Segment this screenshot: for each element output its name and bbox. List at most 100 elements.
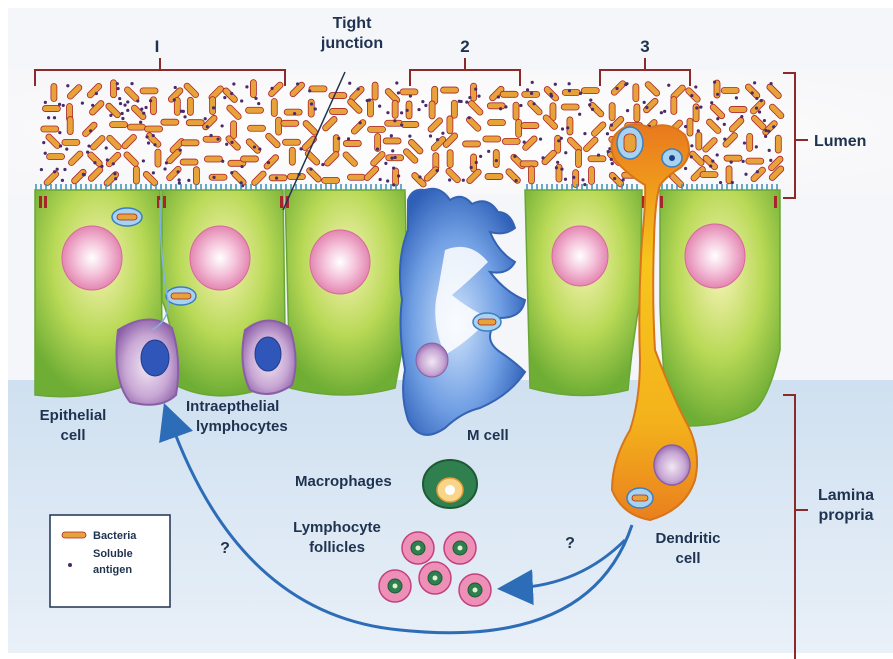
soluble-antigen-dot bbox=[230, 92, 233, 95]
bacterium bbox=[724, 155, 742, 161]
bacterium bbox=[209, 174, 227, 180]
question-left: ? bbox=[220, 540, 230, 557]
region-label-2: 2 bbox=[460, 37, 469, 56]
soluble-antigen-dot bbox=[400, 111, 403, 114]
bacterium bbox=[392, 100, 398, 118]
soluble-antigen-dot bbox=[409, 94, 412, 97]
soluble-antigen-dot bbox=[579, 92, 582, 95]
bacterium bbox=[283, 139, 301, 145]
soluble-antigen-dot bbox=[147, 141, 150, 144]
lamina-propria-label-2: propria bbox=[818, 507, 873, 524]
soluble-antigen-dot bbox=[515, 179, 518, 182]
bacterium bbox=[700, 172, 718, 178]
soluble-antigen-dot bbox=[436, 138, 439, 141]
soluble-antigen-dot bbox=[390, 157, 393, 160]
bacterium bbox=[567, 117, 573, 135]
bacterium bbox=[322, 177, 340, 183]
lymphocyte bbox=[459, 574, 491, 606]
soluble-antigen-dot bbox=[581, 178, 584, 181]
soluble-antigen-dot bbox=[716, 117, 719, 120]
soluble-antigen-dot bbox=[66, 84, 69, 87]
soluble-antigen-dot bbox=[448, 178, 451, 181]
soluble-antigen-dot bbox=[578, 113, 581, 116]
soluble-antigen-dot bbox=[755, 145, 758, 148]
soluble-antigen-dot bbox=[549, 93, 552, 96]
m-cell-nucleus bbox=[416, 343, 448, 377]
bacterium bbox=[693, 104, 699, 122]
soluble-antigen-dot bbox=[357, 87, 360, 90]
soluble-antigen-dot bbox=[477, 95, 480, 98]
bacterium bbox=[513, 102, 519, 120]
soluble-antigen-dot bbox=[139, 121, 142, 124]
soluble-antigen-dot bbox=[710, 101, 713, 104]
soluble-antigen-dot bbox=[152, 134, 155, 137]
soluble-antigen-dot bbox=[613, 177, 616, 180]
soluble-antigen-dot bbox=[560, 137, 563, 140]
soluble-antigen-dot bbox=[163, 167, 166, 170]
bacterium bbox=[633, 84, 639, 102]
bacterium bbox=[329, 93, 347, 99]
soluble-antigen-dot bbox=[400, 123, 403, 126]
soluble-antigen-dot bbox=[209, 134, 212, 137]
soluble-antigen-dot bbox=[136, 99, 139, 102]
soluble-antigen-dot bbox=[684, 167, 687, 170]
macrophage bbox=[423, 460, 477, 508]
soluble-antigen-dot bbox=[697, 129, 700, 132]
soluble-antigen-dot bbox=[223, 96, 226, 99]
soluble-antigen-dot bbox=[140, 108, 143, 111]
lamina-propria-label: Lamina bbox=[818, 487, 874, 504]
region-label-3: 3 bbox=[640, 37, 649, 56]
bacterium bbox=[281, 120, 299, 126]
dendritic-cell-label: Dendritic bbox=[655, 530, 720, 547]
soluble-antigen-dot bbox=[358, 121, 361, 124]
bacterium bbox=[47, 154, 65, 160]
soluble-antigen-dot bbox=[53, 116, 56, 119]
bacterium bbox=[241, 156, 259, 162]
soluble-antigen-dot bbox=[755, 107, 758, 110]
bacterium bbox=[248, 125, 266, 131]
bacterium bbox=[441, 87, 459, 93]
bacterium bbox=[502, 138, 520, 144]
legend-box bbox=[50, 515, 170, 607]
soluble-antigen-dot bbox=[764, 135, 767, 138]
soluble-antigen-dot bbox=[690, 144, 693, 147]
soluble-antigen-dot bbox=[56, 168, 59, 171]
soluble-antigen-dot bbox=[568, 82, 571, 85]
soluble-antigen-dot bbox=[504, 105, 507, 108]
soluble-antigen-dot bbox=[216, 137, 219, 140]
bacterium bbox=[210, 97, 216, 115]
legend-antigen-label-2: antigen bbox=[93, 564, 132, 576]
soluble-antigen-dot bbox=[62, 104, 65, 107]
soluble-antigen-dot bbox=[93, 161, 96, 164]
soluble-antigen-dot bbox=[206, 125, 209, 128]
soluble-antigen-dot bbox=[436, 169, 439, 172]
soluble-antigen-dot bbox=[526, 88, 529, 91]
bacterium bbox=[463, 141, 481, 147]
bacterium bbox=[180, 159, 198, 165]
soluble-antigen-dot bbox=[366, 99, 369, 102]
bacterium bbox=[671, 97, 677, 115]
bacterium bbox=[500, 91, 518, 97]
soluble-antigen-dot bbox=[109, 114, 112, 117]
follicles-label-2: follicles bbox=[309, 539, 365, 556]
soluble-antigen-dot bbox=[299, 147, 302, 150]
soluble-antigen-dot bbox=[663, 110, 666, 113]
soluble-antigen-dot bbox=[667, 84, 670, 87]
soluble-antigen-dot bbox=[468, 96, 471, 99]
soluble-antigen-dot bbox=[240, 99, 243, 102]
bacterium bbox=[493, 150, 499, 168]
soluble-antigen-dot bbox=[716, 93, 719, 96]
soluble-antigen-dot bbox=[615, 87, 618, 90]
bacterium bbox=[634, 104, 640, 122]
bacterium bbox=[747, 133, 753, 151]
iel-label: Intraepthelial bbox=[186, 398, 279, 415]
bacterium bbox=[726, 166, 732, 184]
soluble-antigen-dot bbox=[275, 177, 278, 180]
dendritic-cell-label-2: cell bbox=[675, 550, 700, 567]
soluble-antigen-dot bbox=[606, 132, 609, 135]
soluble-antigen-dot bbox=[424, 104, 427, 107]
bacterium bbox=[289, 147, 295, 165]
soluble-antigen-dot bbox=[583, 132, 586, 135]
lumen-label: Lumen bbox=[814, 133, 866, 150]
